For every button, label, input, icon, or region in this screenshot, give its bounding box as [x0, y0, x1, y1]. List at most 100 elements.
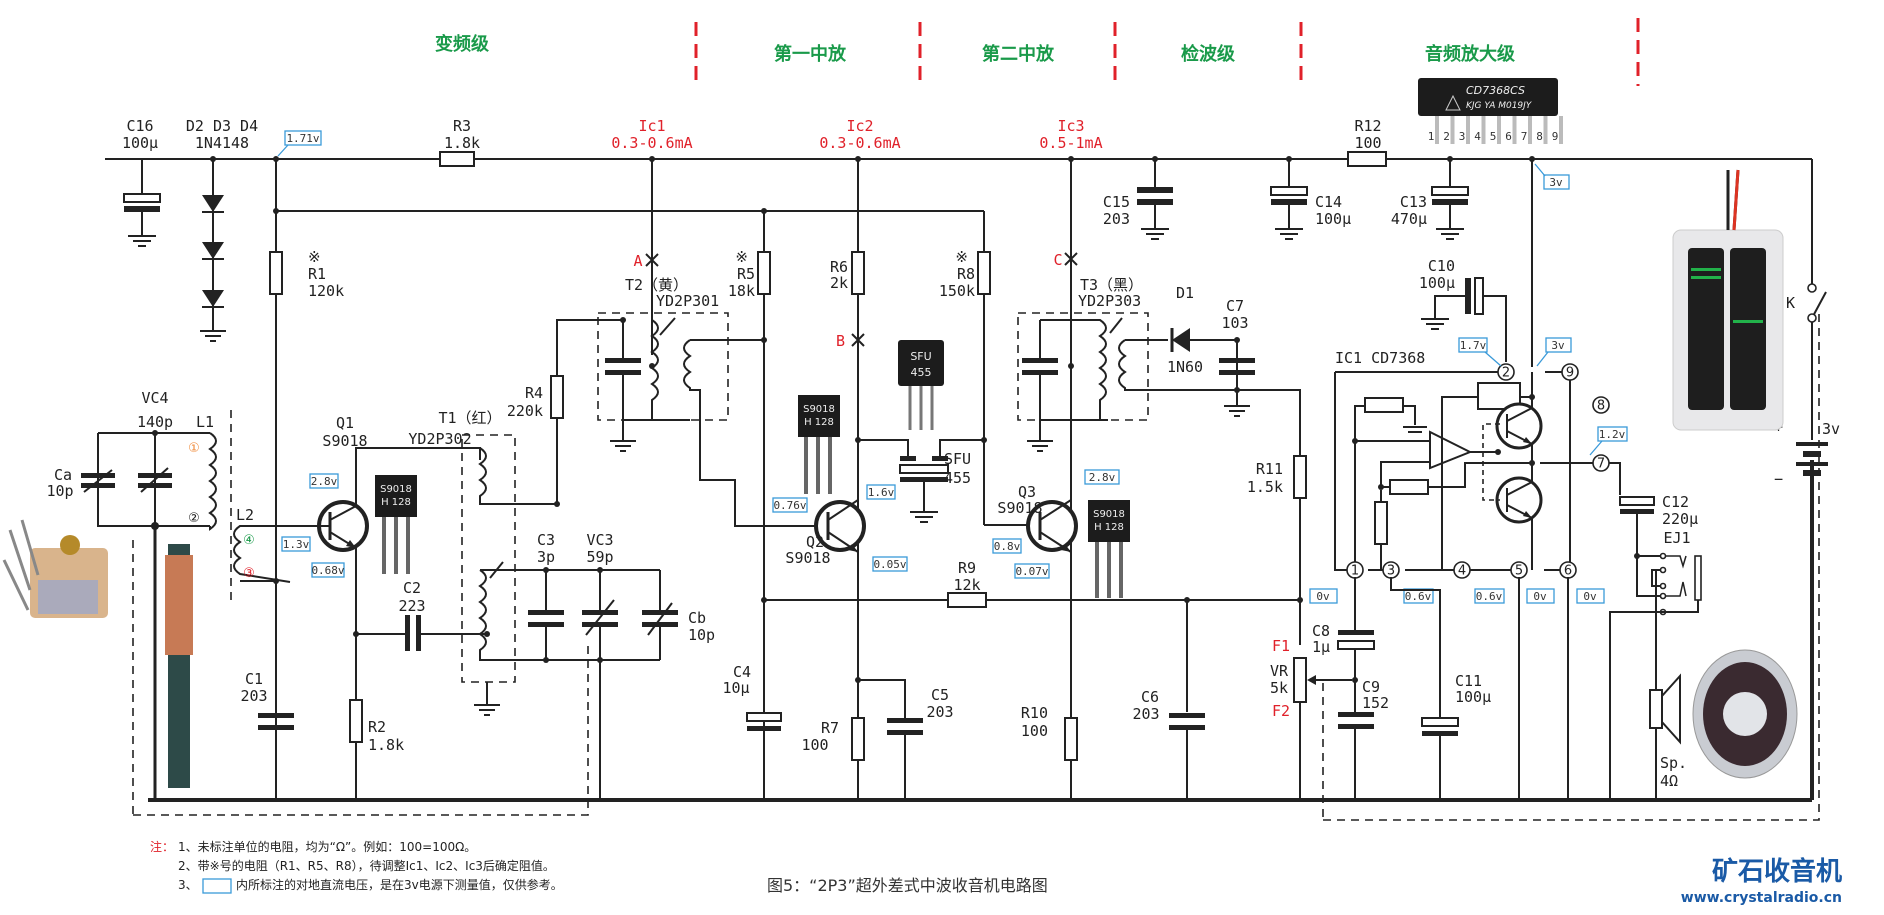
- earphone-jack-ej1: EJ1: [1609, 529, 1702, 800]
- svg-text:0.6v: 0.6v: [1405, 590, 1432, 603]
- capacitor-c4: C4 10μ: [722, 663, 782, 800]
- ic3-branch: C T3（黑） YD2P303: [1053, 156, 1143, 800]
- test-point-c: C: [1053, 251, 1062, 269]
- speaker: Sp. 4Ω: [1649, 649, 1798, 800]
- ic-photo-pin-number: 5: [1490, 130, 1497, 143]
- svg-text:C8: C8: [1312, 622, 1330, 640]
- ic-photo-pin-number: 3: [1459, 130, 1466, 143]
- battery: + − 3v: [1774, 418, 1840, 488]
- svg-text:10μ: 10μ: [722, 679, 749, 697]
- svg-text:203: 203: [926, 703, 953, 721]
- ic-cd7368-photo: CD7368CS KJG YA M019JY: [1418, 78, 1558, 116]
- rails: [105, 158, 1814, 802]
- svg-text:③: ③: [243, 566, 255, 581]
- svg-text:1.71v: 1.71v: [286, 132, 319, 145]
- svg-text:0.8v: 0.8v: [994, 540, 1021, 553]
- svg-text:C11: C11: [1455, 672, 1482, 690]
- ic-photo-pin-number: 4: [1474, 130, 1481, 143]
- svg-text:R4: R4: [525, 384, 543, 402]
- svg-text:D1: D1: [1176, 284, 1194, 302]
- resistor-r1: ※ R1 120k: [269, 248, 344, 300]
- ic2-current-range: 0.3-0.6mA: [819, 134, 900, 152]
- stage-label-mixer: 变频级: [435, 33, 490, 55]
- d234-value: 1N4148: [195, 134, 249, 152]
- voltage-marker-vcc: 3v: [1529, 156, 1570, 190]
- svg-text:1.2v: 1.2v: [1599, 428, 1626, 441]
- ic-pin-number: 1: [1351, 564, 1359, 579]
- note-3-prefix: 3、: [178, 878, 198, 892]
- transistor-photo-q2: S9018 H 128: [798, 395, 840, 494]
- ic-pin-number: 5: [1515, 564, 1523, 579]
- junction: [273, 208, 279, 214]
- svg-text:F1: F1: [1272, 637, 1290, 655]
- transformer-t1: T1（红） YD2P302: [408, 409, 660, 716]
- svg-text:YD2P302: YD2P302: [408, 430, 471, 448]
- svg-text:T1（红）: T1（红）: [438, 409, 501, 427]
- svg-text:100: 100: [801, 736, 828, 754]
- svg-text:10p: 10p: [688, 626, 715, 644]
- ic-pin-number: 9: [1566, 366, 1574, 381]
- svg-text:EJ1: EJ1: [1663, 529, 1690, 547]
- svg-text:3v: 3v: [1822, 420, 1840, 438]
- svg-text:100μ: 100μ: [1315, 210, 1351, 228]
- capacitor-vc3: VC3 59p: [582, 531, 618, 800]
- svg-text:L2: L2: [236, 506, 254, 524]
- capacitor-c3: C3 3p: [528, 531, 564, 663]
- svg-text:3v: 3v: [1551, 339, 1565, 352]
- svg-text:220μ: 220μ: [1662, 510, 1698, 528]
- resistor-r8: ※ R8 150k: [939, 211, 991, 525]
- svg-text:S9018: S9018: [785, 549, 830, 567]
- variable-capacitor-photo: [2, 519, 108, 618]
- ic-photo-pin-number: 6: [1505, 130, 1512, 143]
- test-point-b: B: [836, 332, 845, 350]
- ic-photo-pin: [1512, 116, 1517, 144]
- r3-value: 1.8k: [444, 134, 480, 152]
- battery-pack-photo: [1672, 169, 1784, 431]
- top-labels: C16 100μ D2 D3 D4 1N4148 R3 1.8k Ic1 0.3…: [122, 117, 1382, 152]
- svg-text:※: ※: [735, 248, 748, 266]
- r3-name: R3: [453, 117, 471, 135]
- d234-name: D2 D3 D4: [186, 117, 258, 135]
- svg-text:SFU: SFU: [944, 450, 971, 468]
- resistor-r2: R2 1.8k: [349, 699, 404, 754]
- ic-pin-number: 6: [1564, 564, 1572, 579]
- diodes-d2-d4: [200, 156, 226, 342]
- note-1: 1、未标注单位的电阻，均为“Ω”。例如：100=100Ω。: [178, 839, 476, 854]
- resistor-r5: ※ R5 18k: [728, 208, 771, 800]
- svg-text:Q3: Q3: [1018, 483, 1036, 501]
- capacitor-c13: C13 470μ: [1391, 156, 1469, 240]
- transistor-photo-q1: S9018 H 128: [375, 475, 417, 574]
- resistor-r6: R6 2k B: [830, 156, 865, 800]
- svg-text:S9018: S9018: [997, 499, 1042, 517]
- svg-text:SFU: SFU: [910, 350, 931, 363]
- svg-text:0.07v: 0.07v: [1015, 565, 1048, 578]
- svg-text:S9018: S9018: [1093, 509, 1125, 520]
- ic-photo-pin-number: 1: [1428, 130, 1435, 143]
- svg-text:1.8k: 1.8k: [368, 736, 404, 754]
- antenna-tuning: VC4 140p L1 Ca 10p ① ② L2 ④ ③: [46, 389, 589, 816]
- svg-text:140p: 140p: [137, 413, 173, 431]
- svg-text:YD2P303: YD2P303: [1078, 292, 1141, 310]
- c16-name: C16: [126, 117, 153, 135]
- resistor-r4: R4 220k: [507, 375, 564, 507]
- ic-photo-pin: [1435, 116, 1439, 144]
- ic-pin-number: 7: [1597, 457, 1605, 472]
- voltage-marker-supply: 1.71v: [273, 130, 322, 162]
- r12-name: R12: [1354, 117, 1381, 135]
- note-3-box: [202, 878, 232, 894]
- svg-text:0.76v: 0.76v: [773, 499, 806, 512]
- ic1-current-name: Ic1: [638, 117, 665, 135]
- svg-text:103: 103: [1221, 314, 1248, 332]
- svg-text:R7: R7: [821, 719, 839, 737]
- ic-pin-number: 8: [1597, 399, 1605, 414]
- svg-text:220k: 220k: [507, 402, 543, 420]
- svg-text:※: ※: [308, 248, 321, 266]
- resistor-r3: [439, 151, 475, 167]
- ic-photo-pin: [1497, 116, 1501, 144]
- ic-pin: [1497, 363, 1515, 381]
- svg-text:0v: 0v: [1583, 590, 1597, 603]
- svg-text:0v: 0v: [1533, 590, 1547, 603]
- ic1-branch: A T2（黄） YD2P301: [625, 156, 719, 355]
- svg-text:100: 100: [1021, 722, 1048, 740]
